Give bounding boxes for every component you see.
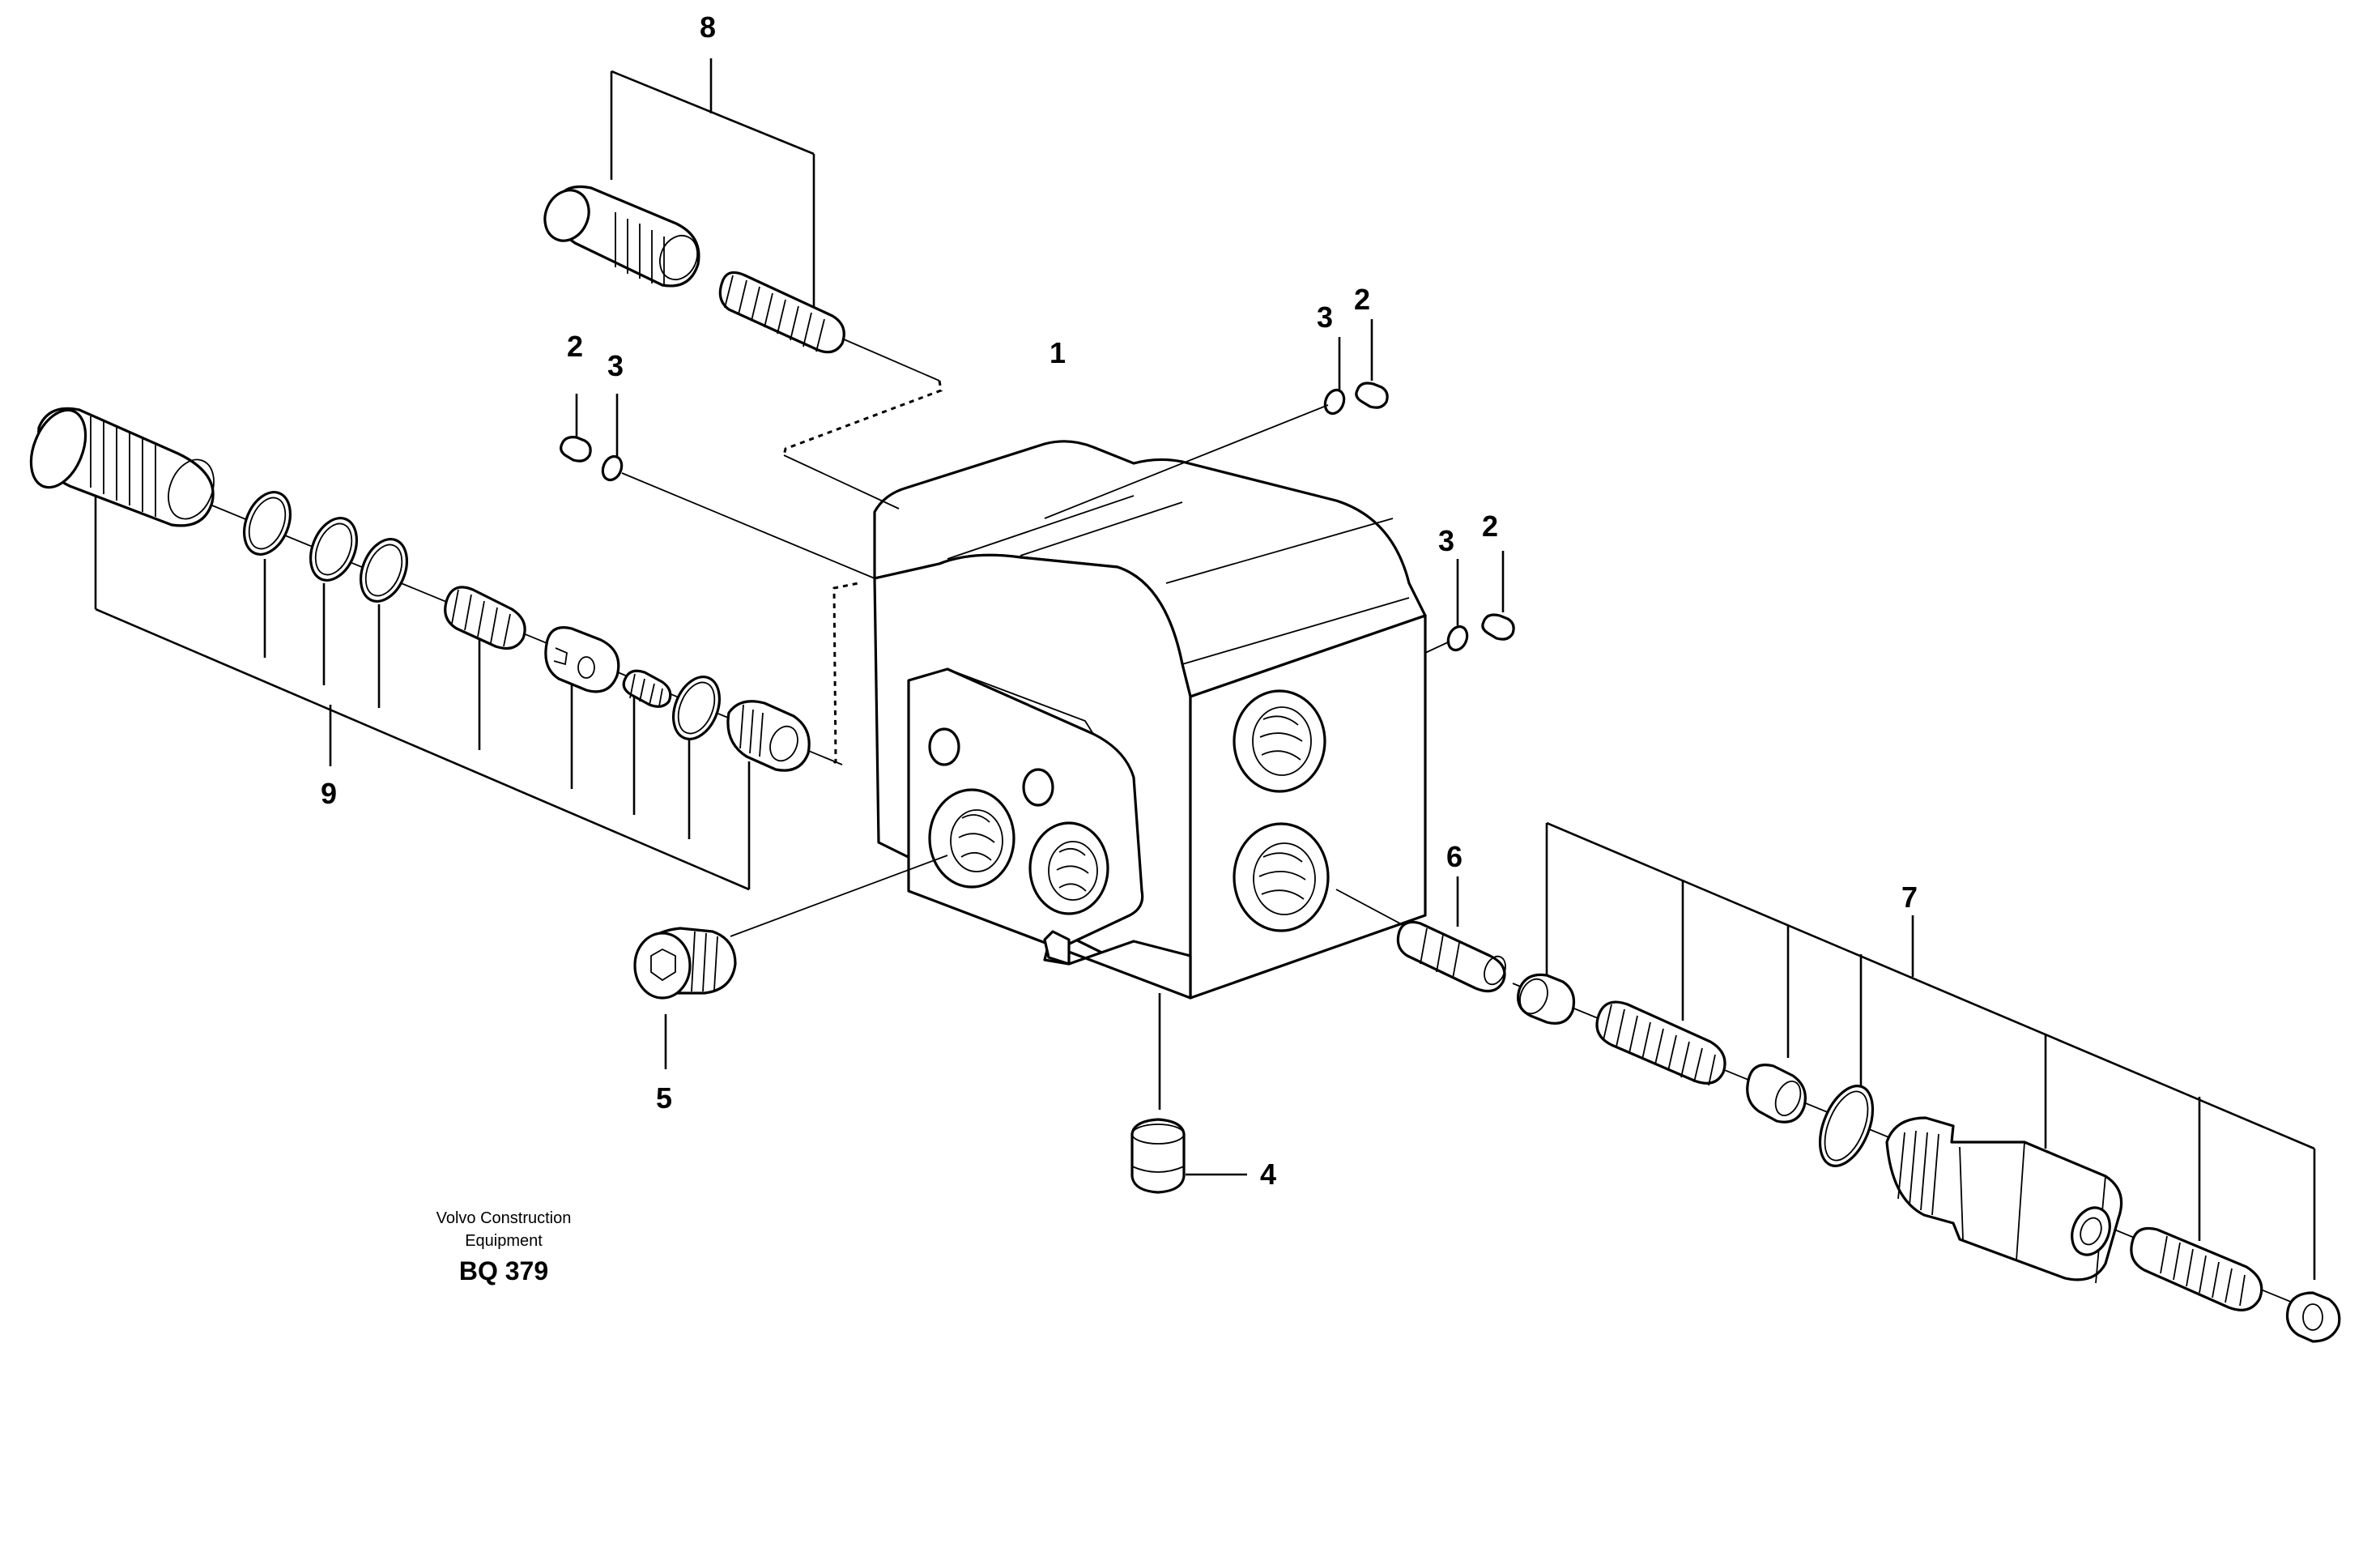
part-4-bottom-plug bbox=[1130, 993, 1247, 1194]
part-9-valve-cartridge-kit bbox=[29, 407, 859, 891]
part-7-relief-valve-kit bbox=[1512, 821, 2341, 1343]
callout-7: 7 bbox=[1901, 880, 1918, 914]
part-2-3-left-plug bbox=[560, 394, 875, 579]
callout-2-right: 2 bbox=[1482, 510, 1498, 543]
credit-line-2: Equipment bbox=[465, 1232, 543, 1250]
callout-8: 8 bbox=[700, 11, 716, 44]
callout-5: 5 bbox=[656, 1081, 672, 1115]
callout-labels: 8 1 2 3 3 2 3 2 9 6 7 5 4 bbox=[321, 11, 1918, 1191]
part-2-3-right-plug bbox=[1424, 551, 1515, 654]
part-2-3-top-plug bbox=[1044, 319, 1389, 519]
callout-9: 9 bbox=[321, 777, 337, 810]
callout-3-top: 3 bbox=[1317, 301, 1333, 334]
callout-2-left: 2 bbox=[567, 330, 583, 363]
callout-6: 6 bbox=[1446, 840, 1462, 873]
callout-4: 4 bbox=[1260, 1158, 1276, 1191]
drawing-number: BQ 379 bbox=[459, 1256, 548, 1286]
callout-1: 1 bbox=[1049, 336, 1066, 369]
drawing-credit: Volvo Construction Equipment BQ 379 bbox=[436, 1209, 572, 1286]
part-5-socket-plug bbox=[633, 855, 948, 1069]
callout-3-right: 3 bbox=[1438, 524, 1454, 557]
part-6-pin bbox=[1335, 876, 1506, 993]
part-8-spring-plug bbox=[543, 58, 943, 510]
credit-line-1: Volvo Construction bbox=[436, 1209, 572, 1227]
valve-block bbox=[873, 440, 1427, 1000]
callout-2-top: 2 bbox=[1354, 283, 1370, 316]
callout-3-left: 3 bbox=[607, 349, 624, 382]
